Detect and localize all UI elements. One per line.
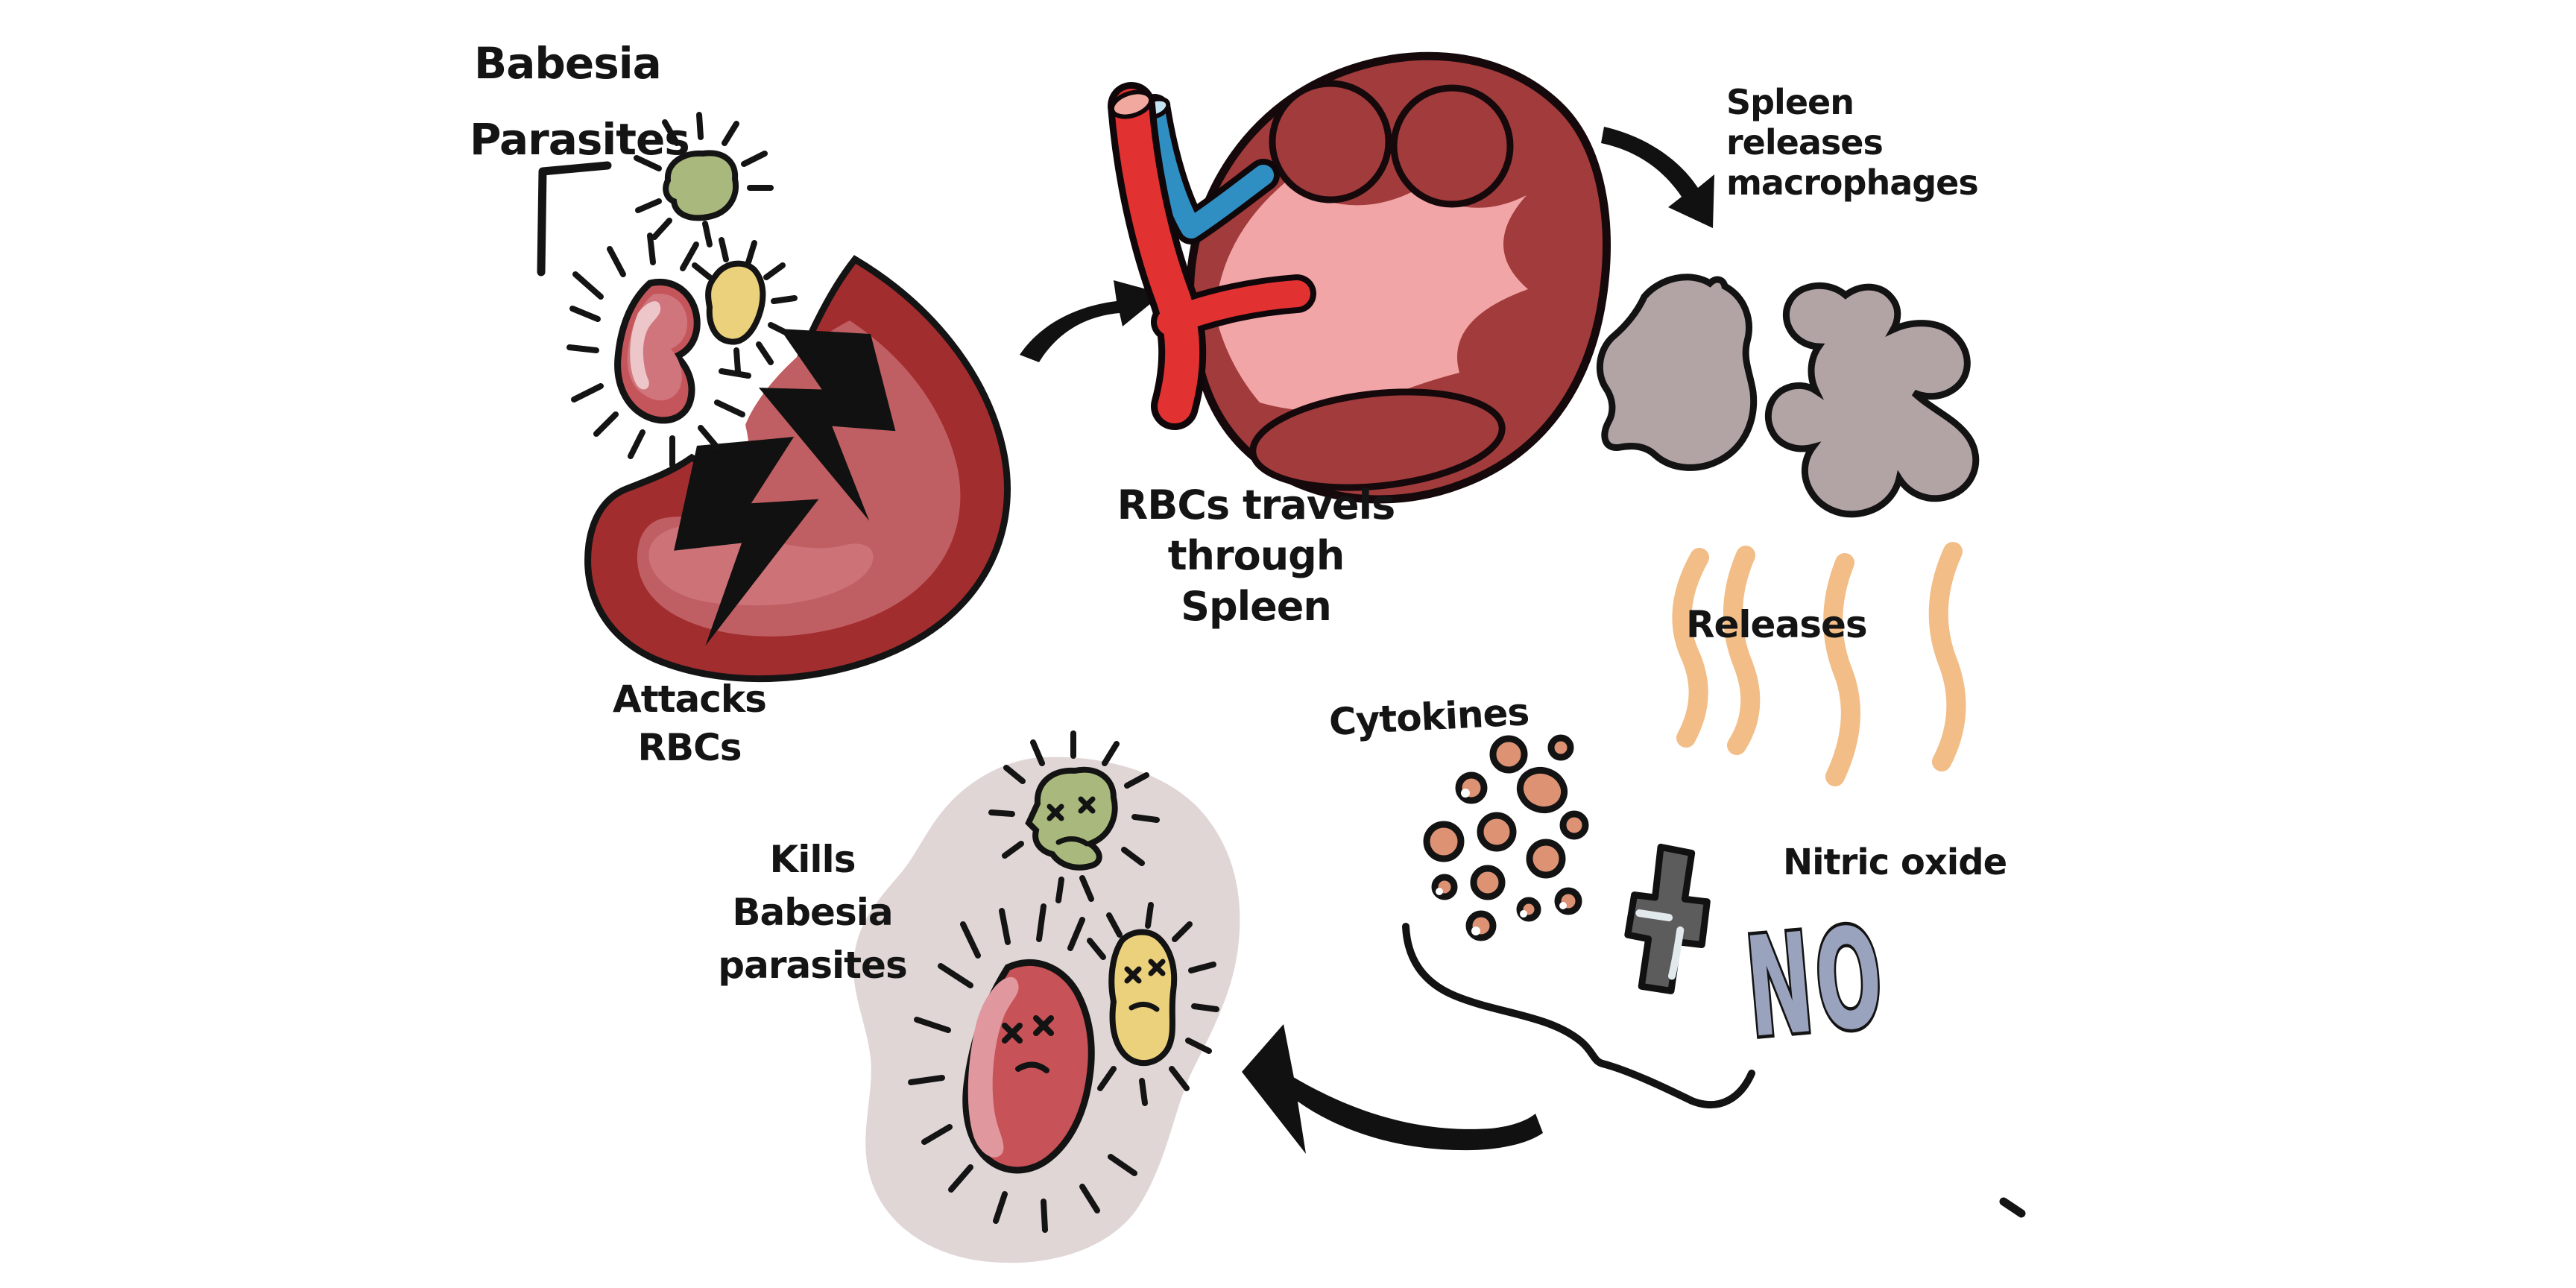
release-squiggles — [1672, 542, 1966, 786]
spleen-caption-line2: through Spleen — [1167, 532, 1345, 630]
arrow-downright-icon — [1601, 127, 1714, 228]
cytokine-dot — [1547, 734, 1574, 761]
dead-yellow-face — [1124, 959, 1166, 1012]
cytokine-dot — [1477, 812, 1517, 852]
squiggle-icon — [1928, 542, 1966, 771]
nitric-oxide-label: Nitric oxide — [1783, 842, 2007, 883]
squiggle-icon — [1672, 548, 1709, 748]
squiggle-icon — [1723, 546, 1761, 755]
dead-green-parasite-icon — [1025, 766, 1118, 871]
dead-yellow-parasite-icon — [1108, 929, 1178, 1067]
lightning-crack-icon — [674, 437, 819, 646]
macrophage-caption-line2: releases — [1726, 122, 1884, 162]
spleen-icon — [1108, 51, 1611, 504]
green-parasite-icon — [663, 150, 739, 221]
macrophage-caption-line1: Spleen — [1726, 82, 1854, 122]
cytokine-dot — [1470, 865, 1506, 900]
cytokine-dot — [1489, 735, 1528, 774]
dead-yellow-rays — [1087, 902, 1219, 1106]
cytokine-dots — [1423, 734, 1589, 941]
kills-caption-line2: Babesia — [732, 891, 893, 934]
spleen-pulp — [1215, 183, 1528, 411]
attacks-rbcs-label: Attacks RBCs — [613, 678, 767, 769]
cytokine-dot — [1423, 821, 1465, 862]
dead-green-face — [1046, 796, 1096, 847]
no-symbol: NO — [1740, 897, 1892, 1069]
spleen-lobe — [1390, 84, 1514, 208]
stray-mark — [1999, 1197, 2026, 1218]
spleen-artery — [1108, 82, 1316, 430]
squiggle-icon — [1823, 553, 1860, 786]
dead-rbc-face — [1002, 1015, 1054, 1073]
cytokine-dot-notches — [1436, 789, 1567, 935]
babesia-attack-group — [537, 112, 1011, 683]
arrow-right-icon — [1020, 280, 1163, 362]
macrophage-icon — [1596, 274, 1758, 471]
dead-rbc-gloss — [967, 976, 1019, 1158]
cytokine-dot — [1559, 810, 1589, 840]
releases-label: Releases — [1686, 603, 1868, 646]
artery-opening — [1109, 89, 1154, 119]
macrophages-group — [1596, 274, 1980, 518]
spleen-lobe — [1249, 388, 1506, 491]
lightning-crack-icon — [758, 329, 896, 521]
arrow-left-icon — [1242, 1024, 1543, 1154]
cytokine-dot — [1516, 767, 1568, 813]
infected-rbc-gloss — [630, 301, 661, 390]
cytokine-dot — [1526, 839, 1566, 879]
label-bracket — [537, 161, 612, 277]
kills-caption-line3: parasites — [718, 944, 907, 987]
cytokine-dot — [1455, 771, 1488, 804]
kills-caption-line1: Kills — [769, 838, 856, 881]
babesia-parasites-label-line2: Parasites — [470, 114, 690, 165]
dead-green-rays — [988, 730, 1160, 903]
green-parasite-rays — [634, 112, 774, 247]
yellow-parasite-rays — [692, 237, 798, 374]
yellow-parasite-icon — [705, 260, 766, 345]
infected-rbc-rays — [566, 233, 751, 468]
macrophage-icon — [1764, 282, 1980, 518]
macrophage-caption-line3: macrophages — [1726, 162, 1979, 203]
plus-icon — [1624, 843, 1711, 994]
kill-blob-group — [853, 730, 1240, 1263]
babesia-parasites-label-line1: Babesia — [474, 38, 662, 89]
spleen-lobe — [1269, 80, 1392, 203]
brace-curve — [1402, 923, 1755, 1108]
spleen-caption-line1: RBCs travels — [1117, 482, 1396, 528]
dead-rbc-rays — [908, 903, 1137, 1233]
